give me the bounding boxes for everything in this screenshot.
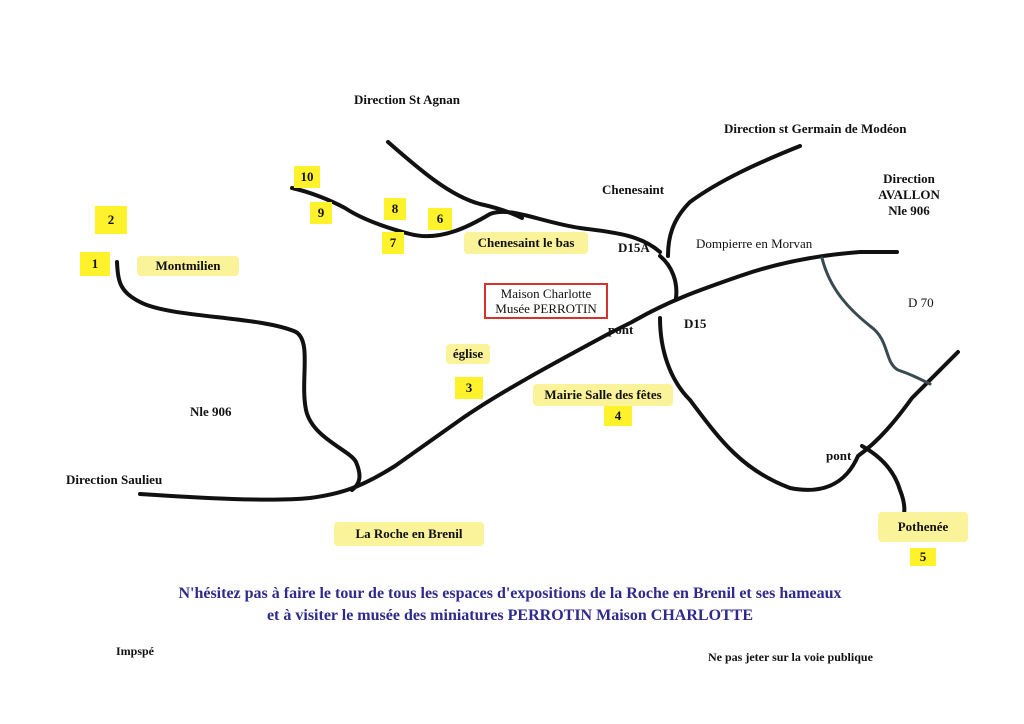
road-d15: [658, 316, 960, 492]
label-dompierre: Dompierre en Morvan: [696, 236, 813, 251]
road-d15a: [666, 144, 802, 258]
place-chenesaint-le-bas: Chenesaint le bas: [464, 232, 588, 254]
label-d15a: D15A: [618, 240, 650, 255]
place-la-roche: La Roche en Brenil: [334, 522, 484, 546]
museum-line1: Maison Charlotte: [500, 286, 592, 301]
label-pont-2: pont: [826, 448, 852, 463]
road-d70: [820, 256, 932, 386]
notice: Ne pas jeter sur la voie publique: [708, 650, 873, 664]
label-d70: D 70: [908, 295, 934, 310]
road-st-agnan: [386, 140, 524, 220]
place-pothenee: Pothenée: [878, 512, 968, 542]
label-avallon: Direction AVALLON Nle 906: [872, 171, 946, 219]
road-d15a-lower: [658, 254, 679, 300]
road-montmilien: [115, 260, 362, 492]
label-avallon-line3: Nle 906: [888, 203, 930, 218]
label-pont-1: pont: [608, 322, 634, 337]
road-nle906: [138, 250, 899, 502]
marker-8: 8: [384, 198, 406, 220]
marker-2: 2: [95, 206, 127, 234]
marker-7: 7: [382, 232, 404, 254]
road-pothenee: [860, 444, 907, 516]
label-chenesaint: Chenesaint: [602, 182, 665, 197]
place-montmilien: Montmilien: [137, 256, 239, 276]
imprint: Impspé: [116, 644, 155, 658]
marker-6: 6: [428, 208, 452, 230]
marker-3: 3: [455, 377, 483, 399]
label-avallon-line2: AVALLON: [878, 187, 940, 202]
footer-line1: N'hésitez pas à faire le tour de tous le…: [178, 585, 842, 602]
place-mairie: Mairie Salle des fêtes: [533, 384, 673, 406]
road-chenesaint-le-bas: [290, 186, 662, 254]
place-eglise: église: [446, 344, 490, 364]
footer-line2: et à visiter le musée des miniatures PER…: [266, 607, 754, 624]
museum-box: Maison Charlotte Musée PERROTIN: [484, 283, 608, 319]
label-st-agnan: Direction St Agnan: [354, 92, 460, 107]
marker-9: 9: [310, 202, 332, 224]
museum-line2: Musée PERROTIN: [495, 301, 597, 316]
marker-4: 4: [604, 406, 632, 426]
marker-5: 5: [910, 548, 936, 566]
label-avallon-line1: Direction: [883, 171, 935, 186]
label-saulieu: Direction Saulieu: [66, 472, 163, 487]
label-nle906: Nle 906: [190, 404, 232, 419]
marker-1: 1: [80, 252, 110, 276]
label-st-germain: Direction st Germain de Modéon: [724, 121, 907, 136]
label-d15: D15: [684, 316, 707, 331]
marker-10: 10: [294, 166, 320, 188]
